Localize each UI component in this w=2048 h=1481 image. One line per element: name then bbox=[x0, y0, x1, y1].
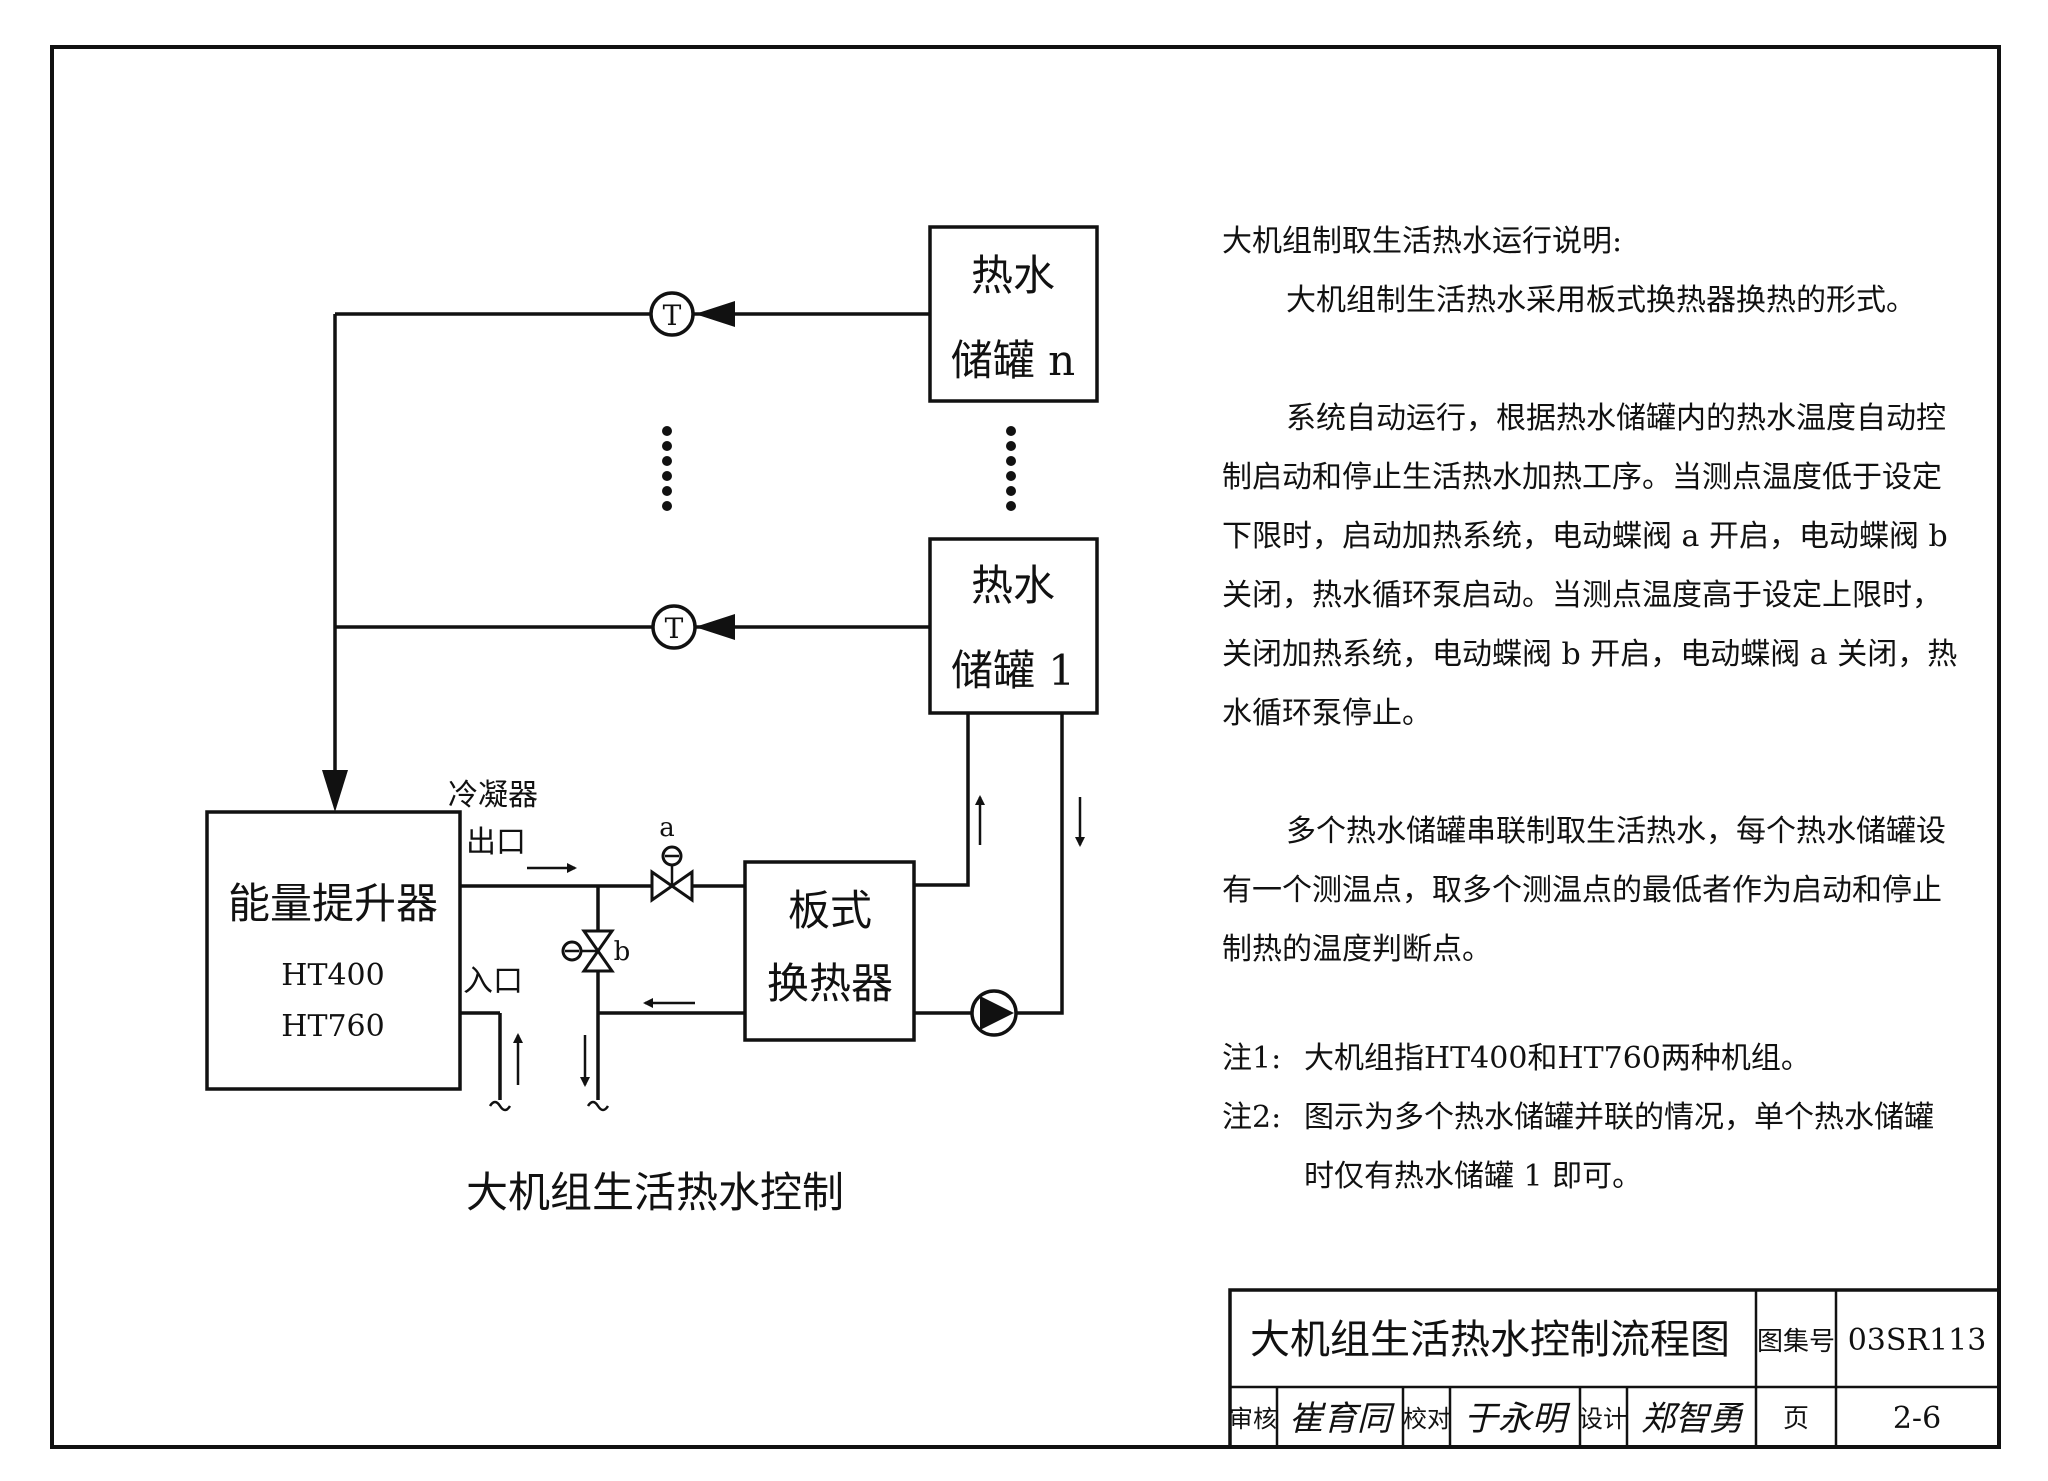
energy-booster-box bbox=[205, 810, 462, 1091]
note-1: 注1: 大机组指HT400和HT760两种机组。 bbox=[1222, 1029, 1962, 1088]
condenser-outlet-label-1: 冷凝器 bbox=[448, 778, 538, 813]
return-header-arrow bbox=[322, 770, 348, 812]
notes-paragraph-3: 多个热水储罐串联制取生活热水，每个热水储罐设有一个测温点，取多个测温点的最低者作… bbox=[1222, 814, 1946, 967]
note-2-text: 图示为多个热水储罐并联的情况，单个热水储罐时仅有热水储罐 1 即可。 bbox=[1304, 1100, 1934, 1194]
energy-booster-name: 能量提升器 bbox=[228, 879, 438, 928]
temp-sensor-n-icon bbox=[649, 291, 695, 337]
circulation-pump-icon bbox=[970, 989, 1018, 1037]
design-label: 设计 bbox=[1579, 1405, 1627, 1433]
note-2: 注2: 图示为多个热水储罐并联的情况，单个热水储罐时仅有热水储罐 1 即可。 bbox=[1222, 1088, 1962, 1206]
review-signature: 崔育同 bbox=[1289, 1399, 1395, 1439]
condenser-outlet-label-2: 出口 bbox=[466, 825, 526, 860]
tank-1-label-2: 储罐 1 bbox=[951, 646, 1075, 695]
hot-supply-pipe bbox=[914, 713, 970, 887]
exchanger-label-2: 换热器 bbox=[767, 959, 893, 1008]
tank-n-label-2: 储罐 n bbox=[951, 336, 1075, 385]
flow-diagram: 热水 储罐 n 热水 储罐 1 T T 能量提升器 bbox=[205, 225, 1099, 1217]
atlas-number: 03SR113 bbox=[1848, 1323, 1987, 1358]
inlet-label: 入口 bbox=[463, 964, 523, 999]
note-1-label: 注1: bbox=[1222, 1041, 1282, 1076]
exchanger-label-1: 板式 bbox=[788, 886, 872, 935]
energy-booster-model-1: HT400 bbox=[281, 958, 384, 993]
tank-outlet-pipe bbox=[1016, 713, 1064, 1015]
tanks-ellipsis bbox=[1006, 426, 1016, 511]
return-arrow-n bbox=[695, 301, 735, 327]
operation-notes: 大机组制取生活热水运行说明: 大机组制生活热水采用板式换热器换热的形式。 系统自… bbox=[1222, 212, 1962, 1206]
note-2-label: 注2: bbox=[1222, 1100, 1282, 1135]
temp-sensor-n-label: T bbox=[663, 299, 682, 332]
title-block: 大机组生活热水控制流程图 图集号 03SR113 审核 崔育同 校对 于永明 设… bbox=[1228, 1288, 2001, 1449]
notes-paragraph-1: 大机组制生活热水采用板式换热器换热的形式。 bbox=[1286, 283, 1916, 318]
plate-heat-exchanger-box bbox=[743, 860, 916, 1042]
atlas-label: 图集号 bbox=[1757, 1327, 1835, 1357]
page-label: 页 bbox=[1783, 1404, 1809, 1434]
design-signature: 郑智勇 bbox=[1641, 1399, 1745, 1439]
temp-sensor-1-icon bbox=[651, 604, 697, 650]
return-ellipsis bbox=[662, 426, 672, 511]
review-label: 审核 bbox=[1229, 1405, 1277, 1433]
notes-paragraph-2: 系统自动运行，根据热水储罐内的热水温度自动控制启动和停止生活热水加热工序。当测点… bbox=[1222, 401, 1958, 731]
return-arrow-1 bbox=[695, 614, 735, 640]
temp-sensor-1-label: T bbox=[665, 612, 684, 645]
inlet-break-icon bbox=[488, 1100, 512, 1112]
check-signature: 于永明 bbox=[1464, 1399, 1571, 1439]
notes-heading: 大机组制取生活热水运行说明: bbox=[1222, 224, 1623, 259]
drawing-border bbox=[50, 45, 2001, 1449]
tank-1-label-1: 热水 bbox=[971, 561, 1055, 610]
page-number: 2-6 bbox=[1893, 1401, 1941, 1436]
butterfly-valve-b-icon bbox=[561, 929, 615, 973]
diagram-caption: 大机组生活热水控制 bbox=[466, 1168, 844, 1217]
tank-n-label-1: 热水 bbox=[971, 251, 1055, 300]
note-1-text: 大机组指HT400和HT760两种机组。 bbox=[1304, 1041, 1811, 1076]
valve-b-label: b bbox=[614, 937, 631, 967]
check-label: 校对 bbox=[1403, 1405, 1451, 1433]
energy-booster-model-2: HT760 bbox=[281, 1009, 384, 1044]
drawing-title: 大机组生活热水控制流程图 bbox=[1250, 1317, 1730, 1363]
butterfly-valve-a-icon bbox=[650, 845, 694, 903]
bypass-break-icon bbox=[586, 1100, 610, 1112]
valve-a-label: a bbox=[659, 813, 675, 843]
